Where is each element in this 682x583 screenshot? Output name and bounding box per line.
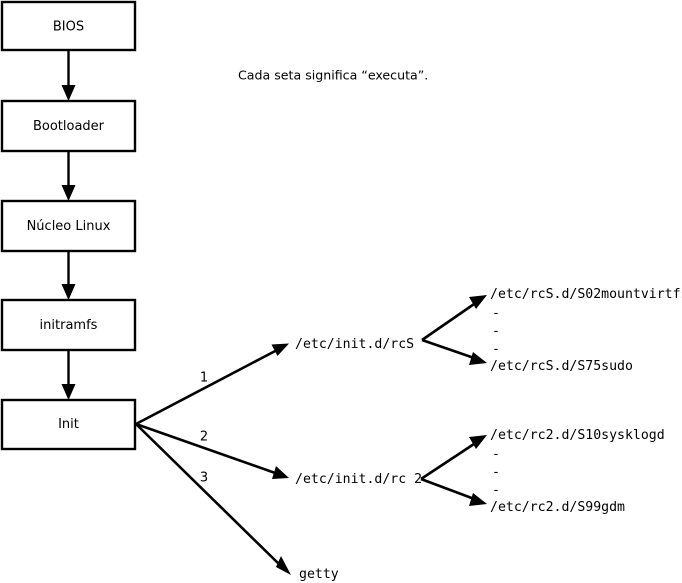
rc2-ellipsis-dash-3: - [492, 483, 500, 498]
arrow-bootloader-to-kernel [61, 151, 76, 201]
node-init-rect [0, 398, 137, 451]
arrow-rc2-to-last [420, 477, 487, 506]
branch-number-3: 3 [200, 471, 208, 486]
arrow-bios-to-bootloader [61, 50, 76, 101]
node-kernel[interactable]: Núcleo Linux [0, 199, 137, 253]
rc2-group: /etc/init.d/rc 2 /etc/rc2.d/S10sysklogd … [295, 428, 665, 515]
node-initramfs-label: initramfs [40, 318, 98, 333]
arrow-kernel-to-initramfs [61, 251, 76, 300]
branch-number-2: 2 [200, 430, 208, 445]
rcs-group: /etc/init.d/rcS /etc/rcS.d/S02mountvirtf… [295, 287, 682, 374]
label-rcs-d-first[interactable]: /etc/rcS.d/S02mountvirtfs [490, 287, 682, 302]
node-init-label: Init [58, 417, 79, 432]
label-rc2-d-last[interactable]: /etc/rc2.d/S99gdm [490, 500, 625, 515]
rcs-ellipsis-dash-1: - [492, 306, 500, 321]
node-bios[interactable]: BIOS [0, 0, 137, 52]
label-rcs-d-last[interactable]: /etc/rcS.d/S75sudo [490, 359, 633, 374]
chain-arrows-group [61, 50, 76, 400]
branch-number-1: 1 [200, 371, 208, 386]
node-kernel-label: Núcleo Linux [27, 219, 111, 234]
rcs-ellipsis-dash-3: - [492, 342, 500, 357]
node-bootloader-label: Bootloader [33, 119, 105, 134]
diagram-caption: Cada seta significa “executa”. [238, 68, 428, 83]
arrow-rcs-to-first [421, 295, 487, 342]
node-initramfs[interactable]: initramfs [0, 298, 137, 352]
node-init[interactable]: Init [0, 398, 137, 451]
label-init-d-rc2[interactable]: /etc/init.d/rc 2 [295, 472, 422, 487]
label-getty[interactable]: getty [299, 567, 339, 582]
arrow-rcs-to-last [421, 338, 487, 365]
arrow-init-branch-3 [135, 423, 291, 575]
label-rc2-d-first[interactable]: /etc/rc2.d/S10sysklogd [490, 428, 665, 443]
arrow-init-branch-2 [135, 422, 289, 479]
arrow-rc2-to-first [420, 435, 487, 481]
arrow-initramfs-to-init [61, 350, 76, 400]
node-bios-label: BIOS [53, 20, 84, 35]
node-bios-rect [0, 0, 137, 52]
boot-chain-group: BIOS Bootloader Núcleo Linux initramfs I… [0, 0, 137, 451]
rc2-ellipsis-dash-1: - [492, 447, 500, 462]
node-kernel-rect [0, 199, 137, 253]
rc2-ellipsis-dash-2: - [492, 465, 500, 480]
arrow-init-branch-1 [135, 343, 289, 426]
rcs-ellipsis-dash-2: - [492, 324, 500, 339]
label-init-d-rcs[interactable]: /etc/init.d/rcS [295, 337, 414, 352]
node-bootloader[interactable]: Bootloader [0, 99, 137, 153]
init-branch-arrows-group: 1 2 3 [135, 343, 291, 575]
